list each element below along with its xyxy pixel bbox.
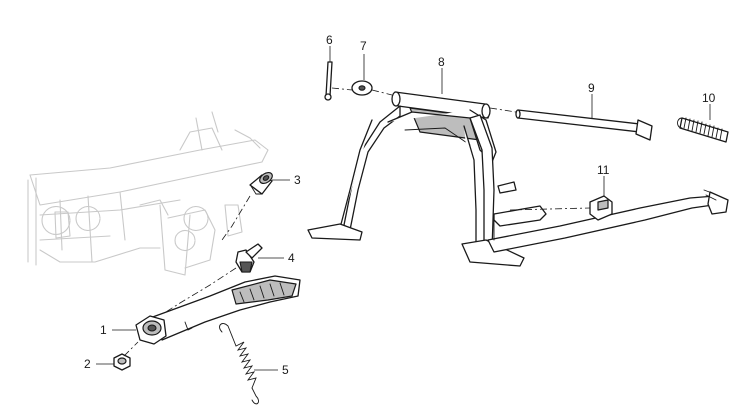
callout-7: 7 (360, 39, 367, 53)
axis-line-center (331, 87, 517, 113)
callout-9: 9 (588, 81, 595, 95)
axis-line-3-4 (221, 195, 251, 241)
axis-line-4-1 (149, 267, 237, 323)
axis-line-2-1 (123, 341, 139, 357)
callout-11: 11 (597, 163, 610, 177)
part-4-bolt (235, 243, 263, 273)
part-11-clip (589, 195, 613, 221)
part-1-side-stand (135, 275, 301, 345)
callout-2: 2 (84, 357, 91, 371)
callout-1: 1 (100, 323, 107, 337)
ghost-frame (27, 111, 269, 276)
part-8-center-stand (307, 91, 729, 267)
part-6-split-pin (324, 61, 333, 101)
part-10-spring (677, 117, 729, 143)
callout-8: 8 (438, 55, 445, 69)
part-5-spring (219, 323, 259, 405)
part-9-pivot-shaft (515, 109, 653, 141)
leader-lines (96, 46, 711, 371)
callout-3: 3 (294, 173, 301, 187)
part-3-bushing (249, 171, 273, 195)
axis-line-11 (509, 207, 591, 211)
callout-4: 4 (288, 251, 295, 265)
callout-10: 10 (702, 91, 716, 105)
callout-labels: 1 2 3 4 5 6 7 8 9 10 11 (84, 33, 716, 377)
callout-6: 6 (326, 33, 333, 47)
callout-5: 5 (282, 363, 289, 377)
part-7-washer (351, 80, 373, 96)
part-2-nut (113, 353, 131, 371)
